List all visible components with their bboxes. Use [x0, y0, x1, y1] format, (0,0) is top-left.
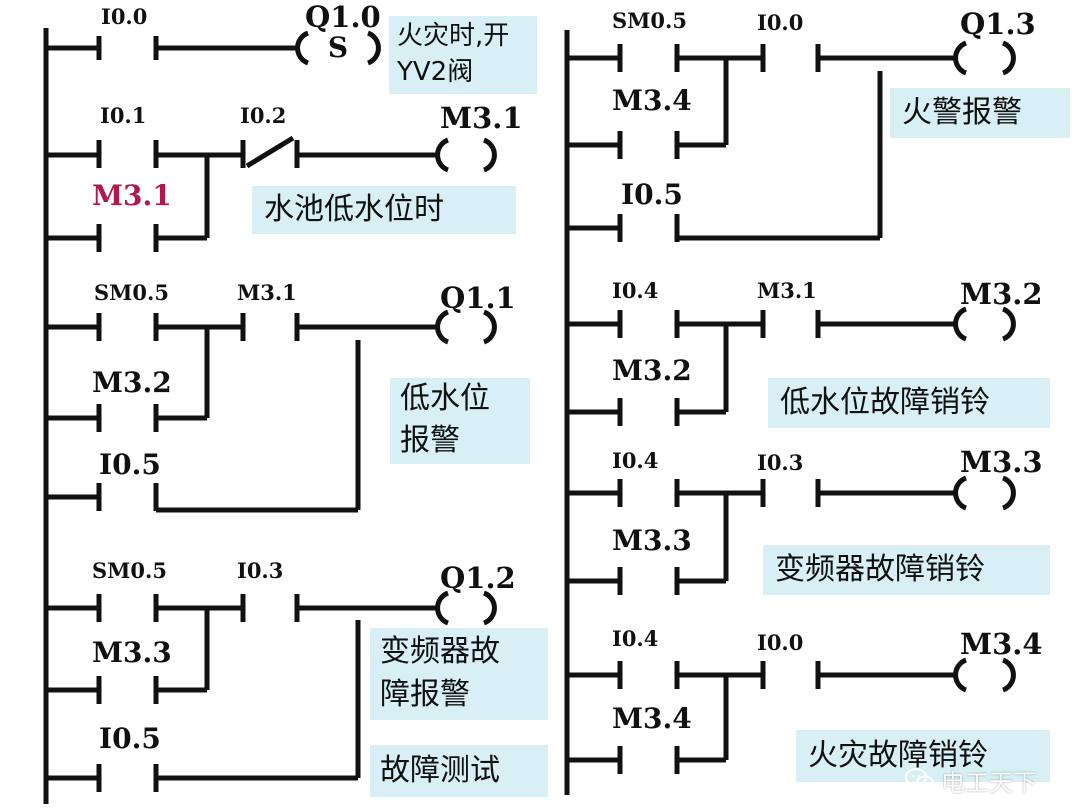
right-r4-contact2-label: I0.0 — [757, 630, 803, 655]
comment-pool-low-water: 水池低水位时 — [252, 186, 516, 234]
watermark-text: 电工天下 — [941, 768, 1037, 797]
comment-fire-alarm: 火警报警 — [890, 88, 1070, 138]
left-r4-contact2-label: I0.3 — [237, 558, 283, 583]
comment-low-water-reset: 低水位故障销铃 — [768, 378, 1050, 428]
right-r3-contact2-label: I0.3 — [757, 450, 803, 475]
left-r1-contact-label: I0.0 — [101, 4, 147, 29]
left-r1-coil-label: Q1.0 — [305, 0, 381, 34]
comment-low-water-alarm-line1: 低水位 — [400, 381, 490, 416]
comment-fault-test: 故障测试 — [370, 745, 548, 797]
chat-bubbles-icon — [905, 768, 934, 791]
left-r3-contact2-label: M3.1 — [237, 280, 297, 305]
ladder-wiring — [43, 28, 1016, 804]
left-r2-contact1-label: I0.1 — [100, 103, 146, 128]
left-r1-coil-type: S — [328, 31, 348, 64]
right-r4-branch-label: M3.4 — [612, 702, 692, 735]
left-r4-coil-label: Q1.2 — [440, 561, 516, 595]
ladder-labels: I0.0 Q1.0 S I0.1 I0.2 M3.1 M3.1 SM0.5 M3… — [92, 0, 1043, 755]
right-r4-coil-label: M3.4 — [960, 627, 1043, 661]
left-r2-contact2-label: I0.2 — [240, 103, 286, 128]
right-r1-branch1-label: M3.4 — [612, 84, 692, 117]
left-r4-contact1-label: SM0.5 — [92, 558, 167, 583]
right-r3-branch-label: M3.3 — [612, 524, 692, 557]
right-r3-coil-label: M3.3 — [960, 445, 1043, 479]
right-r2-contact2-label: M3.1 — [757, 278, 817, 303]
comment-vfd-fault-alarm-line2: 障报警 — [380, 677, 470, 712]
left-r2-branch-label: M3.1 — [92, 179, 172, 212]
right-r1-contact2-label: I0.0 — [757, 10, 803, 35]
comment-vfd-fault-alarm-line1: 变频器故 — [380, 634, 500, 669]
comment-fire-open-valve-line2: YV2阀 — [397, 57, 474, 87]
comment-low-water-alarm: 低水位 报警 — [390, 378, 530, 464]
comment-vfd-fault-reset: 变频器故障销铃 — [763, 545, 1050, 595]
left-r2-coil-label: M3.1 — [440, 101, 523, 135]
left-r3-branch1-label: M3.2 — [92, 366, 172, 399]
right-r2-contact1-label: I0.4 — [612, 278, 658, 303]
comment-vfd-fault-alarm: 变频器故 障报警 — [370, 628, 548, 720]
right-r4-contact1-label: I0.4 — [612, 626, 658, 651]
left-r3-coil-label: Q1.1 — [440, 281, 516, 315]
comment-low-water-alarm-line2: 报警 — [400, 423, 460, 458]
comment-fire-open-valve-line1: 火灾时,开 — [397, 21, 510, 51]
left-r4-branch1-label: M3.3 — [92, 636, 172, 669]
right-r2-branch-label: M3.2 — [612, 354, 692, 387]
left-r3-contact1-label: SM0.5 — [94, 280, 169, 305]
comment-fire-fault-reset: 火灾故障销铃 — [796, 730, 1050, 782]
comment-fire-open-valve: 火灾时,开 YV2阀 — [389, 16, 537, 94]
right-r1-coil-label: Q1.3 — [960, 7, 1036, 41]
left-r3-branch2-label: I0.5 — [99, 448, 161, 481]
left-r4-branch2-label: I0.5 — [99, 722, 161, 755]
right-r2-coil-label: M3.2 — [960, 277, 1043, 311]
right-r1-contact1-label: SM0.5 — [612, 8, 687, 33]
right-r3-contact1-label: I0.4 — [612, 448, 658, 473]
right-r1-branch2-label: I0.5 — [621, 178, 683, 211]
watermark: 电工天下 — [905, 760, 1075, 800]
